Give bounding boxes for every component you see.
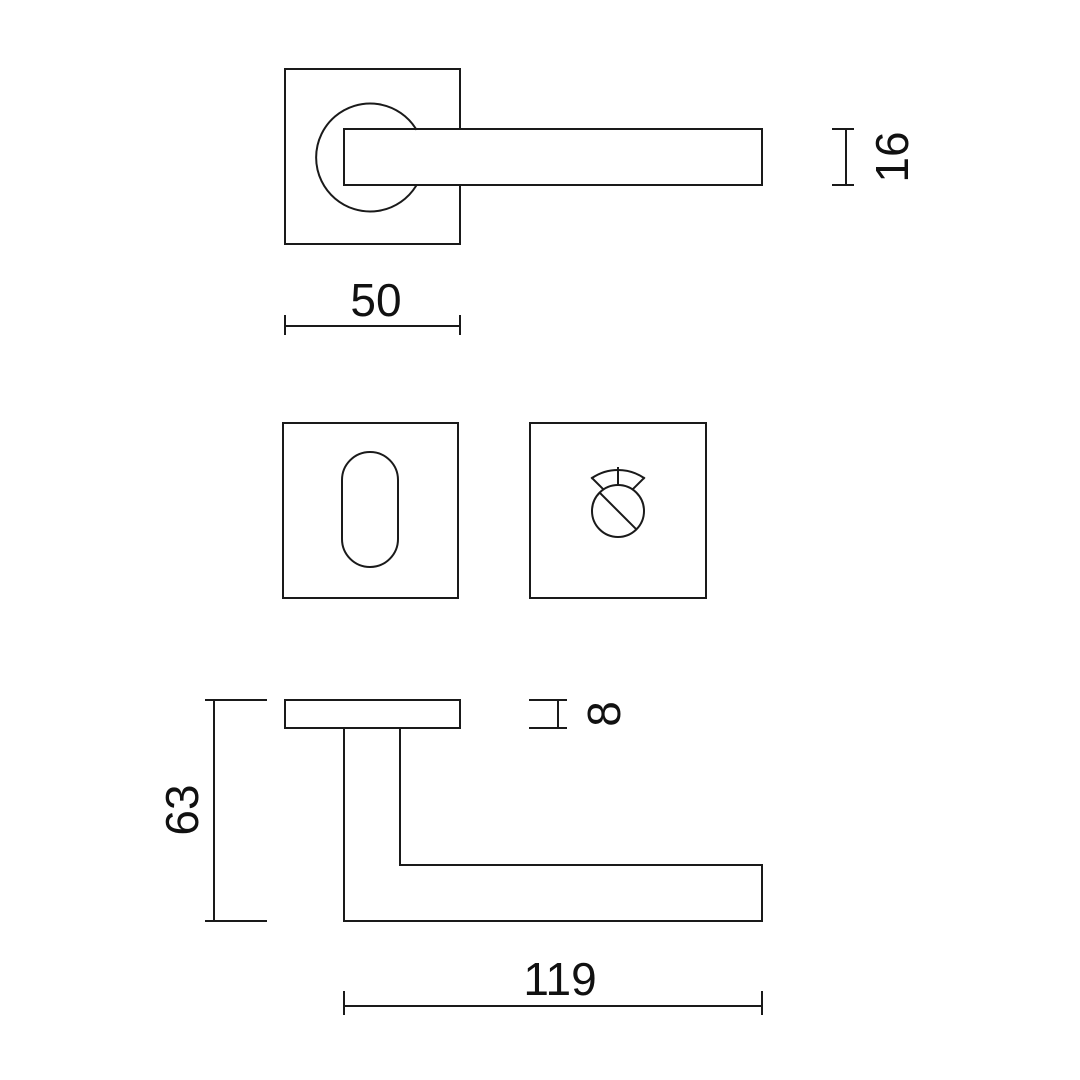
dimension-label-16: 16 xyxy=(866,131,918,182)
wc-privacy-turn-icon xyxy=(590,467,646,538)
dimension-label-119: 119 xyxy=(523,953,596,1005)
dimension-lever-length: 119 xyxy=(343,953,763,1015)
side-rosette-plate xyxy=(284,699,461,729)
privacy-escutcheon-square xyxy=(529,422,707,599)
side-view xyxy=(284,699,763,922)
front-lever-bar xyxy=(343,128,763,186)
dimension-label-63: 63 xyxy=(156,784,208,835)
dimension-label-8: 8 xyxy=(578,701,630,727)
front-rosette-circle xyxy=(315,102,418,213)
dimension-rosette-width: 50 xyxy=(284,274,461,335)
front-view xyxy=(284,68,763,245)
dimension-label-50: 50 xyxy=(350,274,401,326)
privacy-escutcheon xyxy=(529,422,707,599)
side-lever-profile xyxy=(343,727,763,922)
dimension-rosette-thickness: 8 xyxy=(529,699,630,729)
keyhole-escutcheon-icon xyxy=(341,451,399,568)
dimension-projection: 63 xyxy=(156,699,267,922)
keyhole-escutcheon-square xyxy=(282,422,459,599)
dimension-lever-thickness: 16 xyxy=(832,128,918,186)
keyhole-escutcheon xyxy=(282,422,459,599)
